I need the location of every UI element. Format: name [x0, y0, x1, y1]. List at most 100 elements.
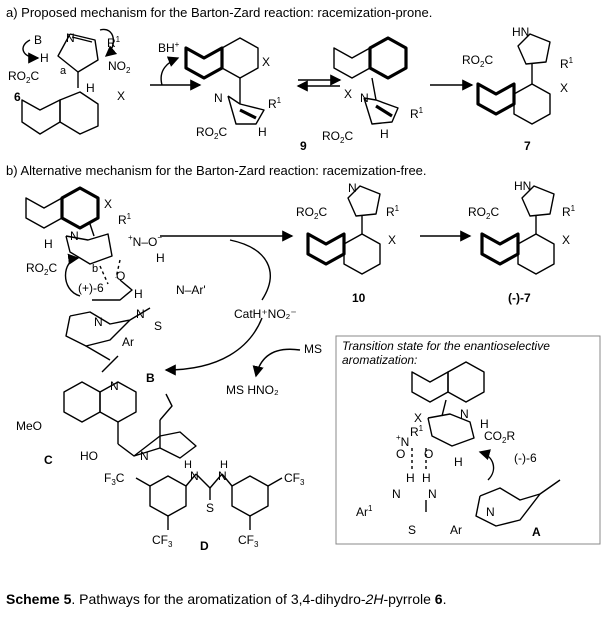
transition-state-box	[335, 335, 601, 545]
scheme-caption: Scheme 5. Pathways for the aromatization…	[6, 591, 447, 607]
atom-HO: HO	[80, 449, 98, 463]
reagent-MS-HNO2: MS HNO₂	[226, 383, 279, 397]
atom-Ar-ts: Ar	[450, 523, 462, 537]
atom-H-ts1: H	[480, 417, 489, 431]
compound-label-D: D	[200, 539, 209, 553]
atom-CO2R-ts: CO2R	[484, 429, 515, 445]
atom-RO2C: RO2C	[8, 69, 39, 85]
ts-title-line1: Transition state for the enantioselectiv…	[342, 339, 550, 353]
atom-N-nitro-ts: +N	[396, 433, 409, 449]
atom-R1-9a: R1	[268, 96, 282, 111]
compound-7-structure	[476, 33, 551, 125]
atom-NAr2: N–Ar'	[176, 283, 206, 297]
atom-HN-minus7: HN	[514, 179, 531, 193]
cycle-arc-lower	[164, 317, 263, 376]
atom-N-ts-thio1: N	[392, 487, 401, 501]
atom-H-D2: H	[220, 459, 228, 471]
atom-N-10: N	[348, 181, 357, 195]
atom-Ar1-ts: Ar1	[356, 504, 373, 519]
atom-R1-minus7: R1	[562, 204, 576, 219]
atom-H-D1: H	[184, 459, 192, 471]
compound-label-6: 6	[14, 90, 21, 104]
atom-RO2C-B: RO2C	[26, 261, 57, 277]
atom-X-9b: X	[344, 87, 352, 101]
atom-N-ts: N	[460, 407, 469, 421]
atom-X-ts: X	[414, 411, 422, 425]
atom-label-a: a	[60, 65, 67, 77]
atom-NO2: NO2	[108, 59, 131, 75]
reagent-MS: MS	[304, 342, 322, 356]
compound-label-C: C	[44, 453, 53, 467]
bh-release-arrow	[160, 56, 180, 86]
compound-C-structure	[63, 381, 197, 459]
atom-R1-10: R1	[386, 204, 400, 219]
atom-S-B: S	[154, 319, 162, 333]
reagent-cat: CatH⁺NO₂⁻	[234, 307, 297, 321]
section-b-title: b) Alternative mechanism for the Barton-…	[6, 163, 427, 178]
atom-B-base: B	[34, 33, 42, 47]
compound-9-structure-b	[333, 36, 408, 125]
atom-N-D2: N	[218, 469, 227, 483]
atom-S-D: S	[206, 501, 214, 515]
compound-label-B: B	[146, 371, 155, 385]
atom-X: X	[117, 89, 125, 103]
atom-N-9b: N	[360, 91, 369, 105]
atom-R1-9b: R1	[410, 106, 424, 121]
compound-label-9: 9	[300, 139, 307, 153]
atom-O-ts1: O	[396, 447, 405, 461]
atom-O-B: O	[116, 269, 125, 283]
atom-X-minus7: X	[562, 233, 570, 247]
reaction-scheme: a) Proposed mechanism for the Barton-Zar…	[6, 5, 601, 553]
atom-CF3-bl: CF3	[152, 533, 173, 549]
atom-X-10: X	[388, 233, 396, 247]
section-a-title: a) Proposed mechanism for the Barton-Zar…	[6, 5, 432, 20]
atom-label-b: b	[92, 263, 98, 275]
atom-N-C: N	[140, 449, 149, 463]
atom-S-ts: S	[408, 523, 416, 537]
compound-label-7: 7	[524, 139, 531, 153]
atom-HN-7: HN	[512, 25, 529, 39]
compound-label-10: 10	[352, 291, 366, 305]
atom-N-D1: N	[190, 469, 199, 483]
compound-B-complex	[25, 186, 151, 373]
atom-RO2C-9b: RO2C	[322, 129, 353, 145]
atom-H-thiourea-2: H	[134, 287, 143, 301]
ms-arrow	[252, 348, 301, 378]
atom-N-9a: N	[214, 91, 223, 105]
compound-label-minus7: (-)-7	[508, 291, 531, 305]
reagent-BH: BH+	[158, 40, 180, 55]
atom-N-amide-B: N	[136, 307, 145, 321]
compound-9-structure-a	[184, 37, 265, 125]
atom-H-9b: H	[380, 127, 389, 141]
atom-O-ts2: O	[424, 447, 433, 461]
compound-label-A: A	[532, 525, 541, 539]
atom-H-ts4: H	[422, 471, 431, 485]
atom-N-ts-thio2: N	[428, 487, 437, 501]
compound-6-structure	[21, 28, 118, 135]
atom-X-B: X	[104, 197, 112, 211]
atom-MeO: MeO	[16, 419, 42, 433]
atom-R1: R1	[107, 35, 121, 50]
ts-A-structure	[411, 361, 561, 527]
atom-RO2C-minus7: RO2C	[468, 205, 499, 221]
atom-R1-7: R1	[560, 56, 574, 71]
atom-H-ts2: H	[454, 455, 463, 469]
atom-N-B: N	[70, 229, 79, 243]
atom-N-ts-quin: N	[486, 505, 495, 519]
compound-10-structure	[306, 185, 381, 275]
atom-H-9a: H	[258, 125, 267, 139]
atom-N-quinoline: N	[110, 379, 119, 393]
atom-X-9a: X	[262, 55, 270, 69]
atom-CF3-br: CF3	[238, 533, 259, 549]
atom-N-nitro-B: +N–O−	[128, 233, 162, 249]
compound-minus7-structure	[480, 185, 555, 275]
atom-X-7: X	[560, 81, 568, 95]
atom-H-ts3: H	[406, 471, 415, 485]
compound-label-minus6: (-)-6	[514, 451, 537, 465]
atom-H-thiourea: H	[156, 251, 165, 265]
compound-D-structure	[135, 473, 283, 530]
atom-H-B: H	[44, 237, 53, 251]
atom-H-2: H	[86, 81, 95, 95]
atom-RO2C-10: RO2C	[296, 205, 327, 221]
atom-R1-ts: R1	[410, 424, 424, 439]
